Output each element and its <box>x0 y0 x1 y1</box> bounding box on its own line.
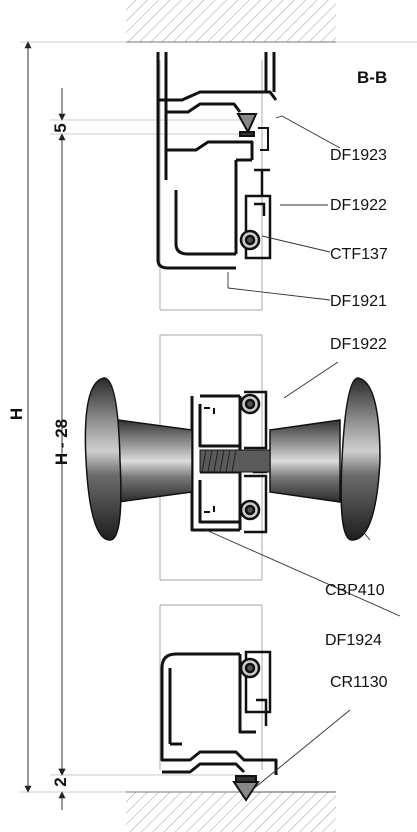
bottom-frame-profile <box>160 652 278 775</box>
callout-cr1130: CR1130 <box>330 674 388 691</box>
callout-df1921: DF1921 <box>330 293 387 310</box>
dimension-bottom-gap: 2 <box>51 777 70 787</box>
bottom-vent-profile <box>239 650 272 726</box>
callout-leaders <box>205 115 401 791</box>
bottom-seal-cr1130 <box>232 775 260 802</box>
top-frame-profile <box>156 52 278 270</box>
callout-df1922-top: DF1922 <box>330 197 387 214</box>
dimension-total-height: H <box>7 407 26 421</box>
callout-df1923: DF1923 <box>330 147 387 164</box>
dimension-lines <box>20 41 417 810</box>
callout-df1922-mid: DF1922 <box>330 336 387 353</box>
callout-df1924: DF1924 <box>325 632 382 649</box>
bottom-wall-hatch <box>126 792 336 832</box>
top-vent-profile <box>239 168 272 260</box>
dimension-top-gap: 5 <box>51 123 70 133</box>
dimension-inner-height: H - 28 <box>52 418 71 466</box>
section-label: B-B <box>357 68 388 87</box>
top-wall-hatch <box>126 0 336 42</box>
top-seal <box>236 113 269 151</box>
handle-cbp410 <box>84 377 381 541</box>
callout-cbp410: CBP410 <box>325 582 385 599</box>
callout-ctf137: CTF137 <box>330 246 388 263</box>
